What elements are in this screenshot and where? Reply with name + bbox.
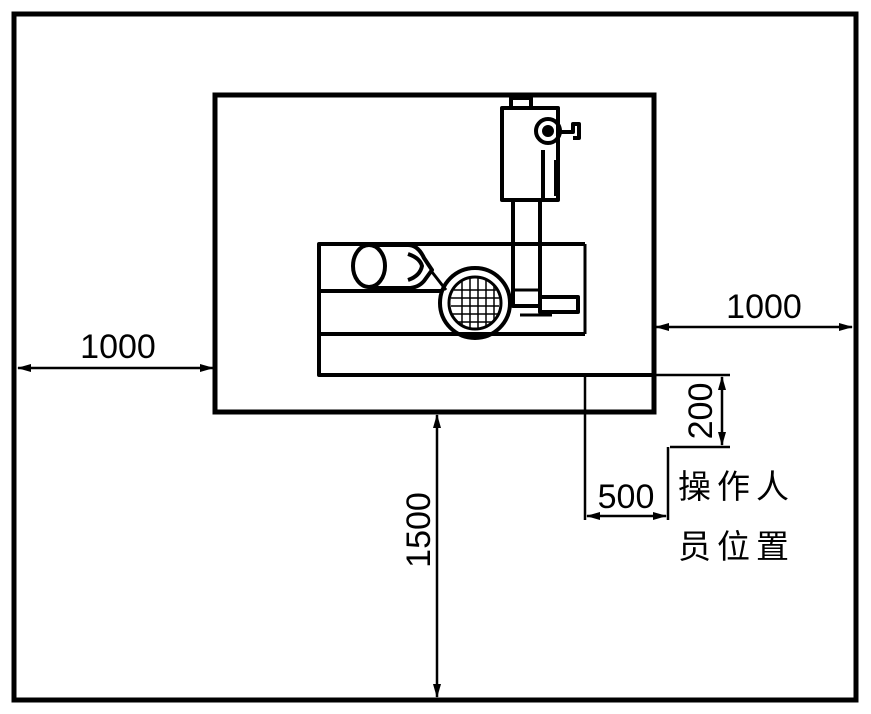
dimension-operator-y: 200 <box>682 376 726 446</box>
machine-drawing <box>317 96 654 377</box>
dimension-front-value: 1500 <box>400 492 438 568</box>
column-head <box>500 106 560 202</box>
dimension-operator-x-value: 500 <box>598 478 655 516</box>
grinding-wheel <box>438 266 512 340</box>
motor-knob <box>534 117 562 145</box>
dimension-front-clearance: 1500 <box>400 414 441 698</box>
motor-knob-center <box>542 125 554 137</box>
column-stem <box>511 200 542 308</box>
operator-position-label: 操作人 员位置 <box>678 467 795 566</box>
column-cap <box>509 96 533 110</box>
dimension-operator-y-value: 200 <box>682 383 720 440</box>
room-boundary <box>11 11 859 703</box>
dimension-operator-x: 500 <box>586 478 667 520</box>
dimension-right-value: 1000 <box>726 288 802 326</box>
operator-reference-lines <box>583 373 730 520</box>
dimension-right-clearance: 1000 <box>655 288 853 331</box>
worktable <box>317 242 654 377</box>
operator-label-line1: 操作人 <box>678 467 795 506</box>
spindle-block <box>538 295 580 314</box>
column-bracket <box>558 122 581 140</box>
wheel-mesh <box>451 278 499 328</box>
operator-label-line2: 员位置 <box>678 527 795 566</box>
roller-nose <box>407 252 424 282</box>
dimension-left-clearance: 1000 <box>17 328 214 372</box>
machine-footprint <box>212 92 657 415</box>
grinding-wheel-inner <box>447 275 503 331</box>
dimension-left-value: 1000 <box>80 328 156 366</box>
roller-body <box>369 243 434 290</box>
roller-cylinder <box>351 243 387 289</box>
